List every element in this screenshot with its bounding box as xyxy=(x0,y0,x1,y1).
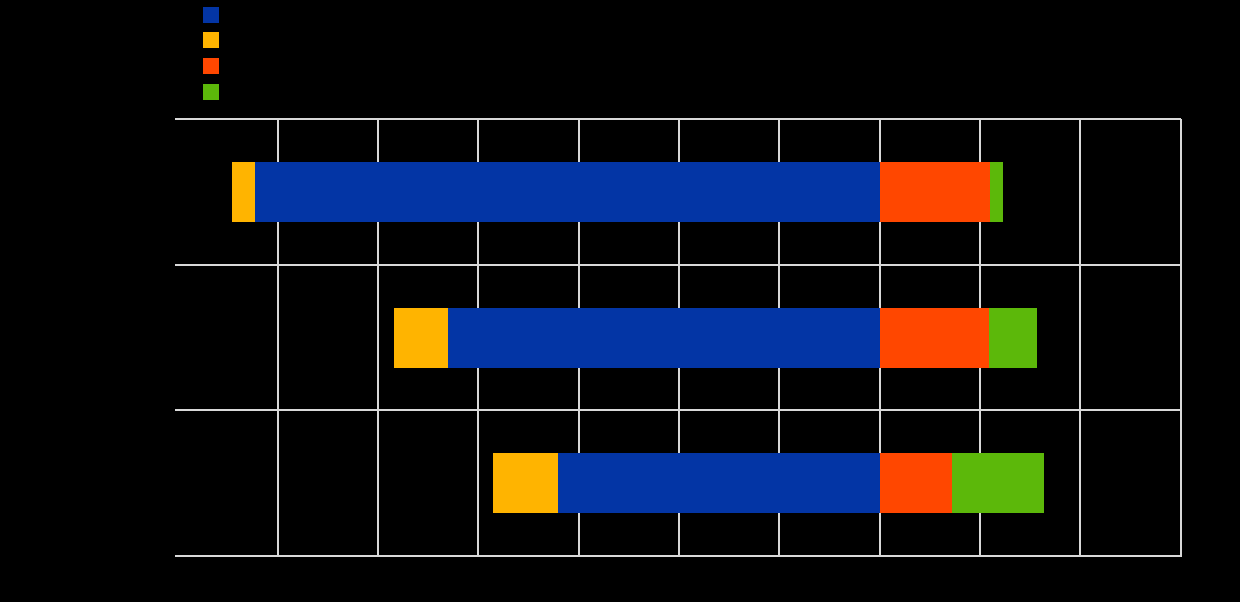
bar-segment-red-row3 xyxy=(879,453,952,514)
gridline-vertical xyxy=(1079,119,1082,557)
bar-segment-blue-row1 xyxy=(254,161,880,222)
bar-segment-orange-row3 xyxy=(493,453,558,514)
bar-segment-blue-row2 xyxy=(448,307,880,368)
gridline-horizontal xyxy=(175,263,1181,266)
chart-legend xyxy=(0,0,1240,110)
bar-segment-orange-row1 xyxy=(232,161,255,222)
legend-swatch-green xyxy=(203,84,219,100)
legend-swatch-blue xyxy=(203,7,219,23)
bar-segment-orange-row2 xyxy=(394,307,449,368)
bar-segment-green-row2 xyxy=(989,307,1038,368)
gridline-vertical xyxy=(377,119,379,557)
bar-segment-green-row3 xyxy=(952,453,1045,514)
gridline-vertical xyxy=(1179,119,1182,557)
gridline-horizontal xyxy=(175,409,1181,412)
legend-swatch-red xyxy=(203,58,219,74)
gridline-horizontal xyxy=(175,118,1181,120)
bar-segment-red-row2 xyxy=(879,307,990,368)
legend-swatch-orange xyxy=(203,32,219,48)
gridline-horizontal xyxy=(175,555,1181,557)
gridline-vertical xyxy=(276,119,279,557)
bar-segment-green-row1 xyxy=(990,161,1004,222)
bar-segment-red-row1 xyxy=(879,161,991,222)
bar-segment-blue-row3 xyxy=(557,453,880,514)
